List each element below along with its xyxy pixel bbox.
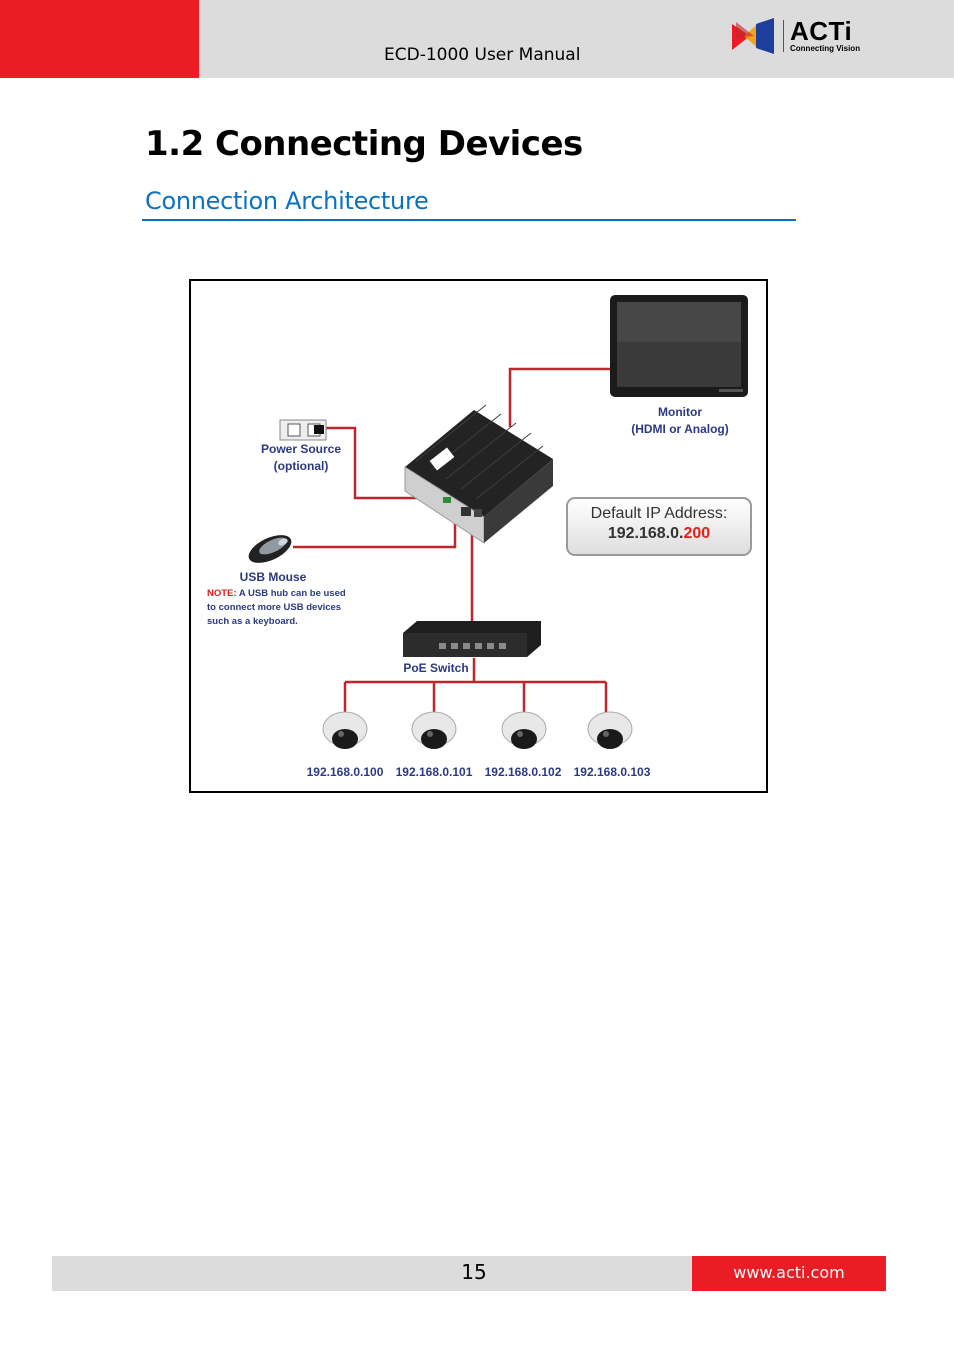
subsection-rule — [142, 219, 796, 221]
wire-mouse — [293, 511, 457, 549]
ecd-device-icon — [404, 404, 553, 544]
logo-separator — [783, 20, 784, 52]
ip-value: 192.168.0.200 — [568, 525, 750, 543]
connection-diagram: Monitor (HDMI or Analog) Power Source (o… — [189, 279, 768, 793]
note-prefix: NOTE: — [207, 588, 237, 599]
page-number: 15 — [461, 1260, 487, 1284]
ip-title: Default IP Address: — [590, 505, 728, 522]
diagram-graphics — [248, 295, 748, 749]
wires — [293, 367, 611, 713]
section-heading: 1.2 Connecting Devices — [145, 124, 583, 164]
monitor-label: Monitor — [658, 405, 702, 419]
wire-monitor — [508, 367, 611, 427]
ip-suffix: 200 — [683, 525, 711, 542]
monitor-icon — [610, 295, 748, 397]
logo-word: ACTi — [790, 16, 853, 46]
poe-switch-icon — [403, 621, 541, 657]
dome-camera-icon — [501, 711, 547, 749]
dome-camera-icon — [322, 711, 368, 749]
subsection-heading: Connection Architecture — [145, 187, 429, 215]
logo-tagline: Connecting Vision — [790, 44, 861, 53]
ip-prefix: 192.168.0. — [607, 525, 684, 542]
dome-camera-icon — [587, 711, 633, 749]
power-outlet-icon — [279, 419, 327, 441]
camera-ip-label: 192.168.0.101 — [395, 765, 473, 779]
acti-logo: ACTi Connecting Vision — [732, 16, 872, 58]
website-link[interactable]: www.acti.com — [733, 1263, 845, 1282]
section-title: Connecting Devices — [215, 124, 583, 164]
camera-ip-label: 192.168.0.103 — [573, 765, 651, 779]
default-ip-box: Default IP Address: 192.168.0.200 — [566, 497, 752, 556]
mouse-label: USB Mouse — [239, 570, 307, 584]
monitor-sublabel: (HDMI or Analog) — [631, 422, 729, 436]
footer-red-block — [692, 1256, 886, 1291]
camera-ip-label: 192.168.0.102 — [484, 765, 562, 779]
note-text: A USB hub can be used to connect more US… — [207, 588, 346, 627]
wire-power — [323, 426, 431, 500]
section-number: 1.2 — [145, 124, 204, 164]
header-red-block — [0, 0, 199, 78]
power-label: Power Source — [260, 442, 342, 456]
usb-note: NOTE: A USB hub can be used to connect m… — [207, 587, 347, 629]
switch-label: PoE Switch — [403, 661, 469, 675]
usb-mouse-icon — [248, 535, 292, 563]
footer-bar — [52, 1256, 692, 1291]
power-sublabel: (optional) — [273, 459, 329, 473]
manual-title: ECD-1000 User Manual — [384, 45, 581, 65]
logo-mark-icon — [732, 18, 774, 54]
camera-ip-label: 192.168.0.100 — [306, 765, 384, 779]
dome-camera-icon — [411, 711, 457, 749]
